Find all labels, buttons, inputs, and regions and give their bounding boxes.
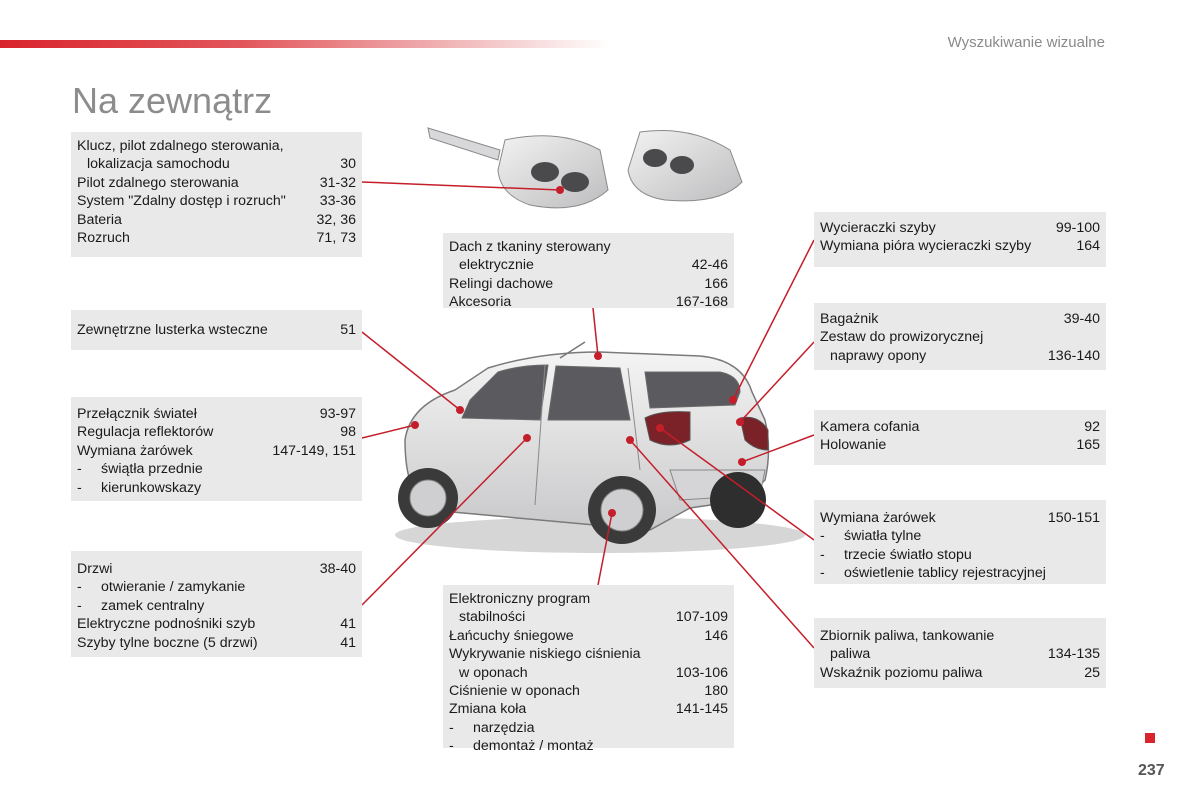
- leader-dots: [411, 186, 746, 517]
- wheel-rear-right: [710, 472, 766, 528]
- doors-bullet-1: -otwieranie / zamykanie: [77, 579, 246, 596]
- wheels-bullet-1: -narzędzia: [449, 719, 535, 736]
- page-number: 237: [1138, 762, 1165, 779]
- rear-bulbs-bullet-3: -oświetlenie tablicy rejestracyjnej: [820, 565, 1046, 582]
- lights-bullet-2: -kierunkowskazy: [77, 479, 202, 496]
- leader-lines: [361, 181, 815, 649]
- wheel-front: [398, 468, 458, 528]
- doors-bullet-2: -zamek centralny: [77, 597, 205, 614]
- doors-row-3: Szyby tylne boczne (5 drzwi)41: [77, 634, 356, 651]
- section-title: Wyszukiwanie wizualne: [947, 34, 1105, 51]
- keys-row-1: Klucz, pilot zdalnego sterowania, lokali…: [77, 138, 356, 173]
- rear-bulbs-bullet-2: -trzecie światło stopu: [820, 546, 972, 563]
- flip-key-image: [427, 127, 609, 209]
- section-end-marker: [1145, 733, 1155, 743]
- keys-info-box: Klucz, pilot zdalnego sterowania, lokali…: [71, 132, 362, 257]
- remote-key-image: [627, 129, 743, 202]
- keys-row-3: System "Zdalny dostęp i rozruch"33-36: [77, 193, 356, 210]
- wheel-rear: [588, 476, 656, 544]
- wheels-bullet-2: -demontaż / montaż: [449, 738, 594, 755]
- header-accent-bar: [0, 40, 610, 48]
- rear-bulbs-bullet-1: -światła tylne: [820, 528, 922, 545]
- lights-bullet-1: -świątła przednie: [77, 461, 203, 478]
- page-heading: Na zewnątrz: [72, 80, 273, 121]
